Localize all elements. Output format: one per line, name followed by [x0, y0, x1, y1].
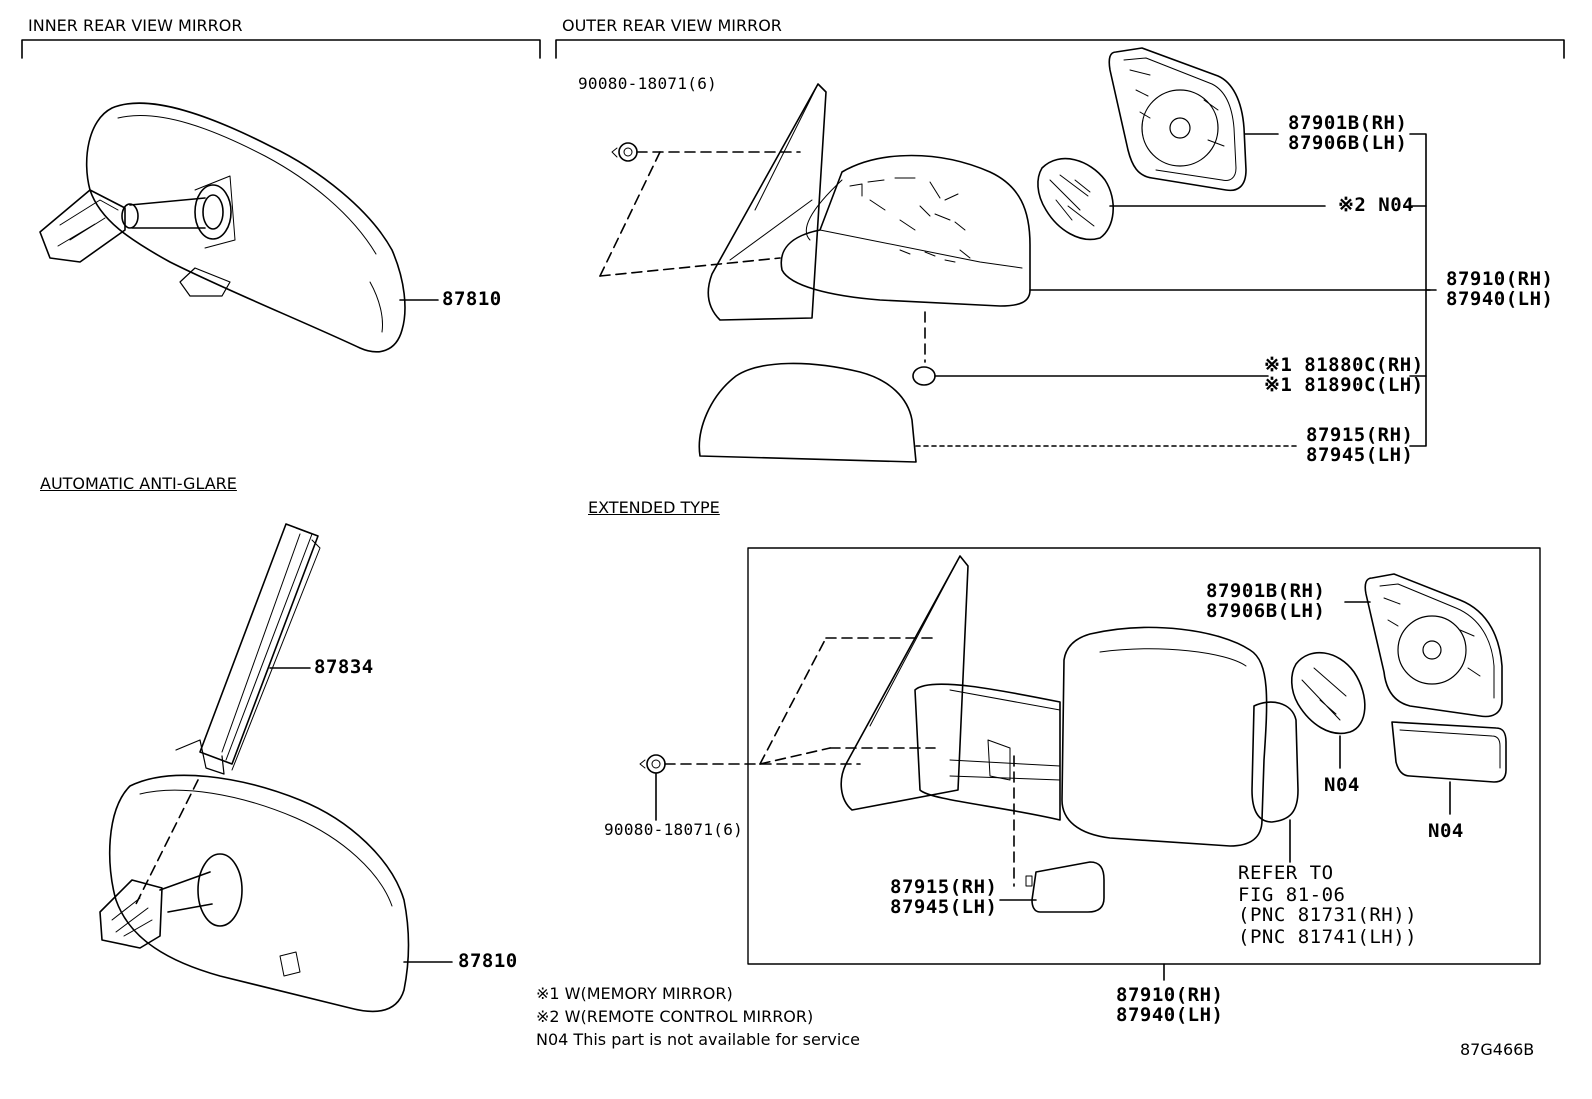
- refer-line-4: (PNC 81741(LH)): [1238, 926, 1418, 948]
- refer-line-1: REFER TO: [1238, 862, 1334, 884]
- callout-assy-lh: 87940(LH): [1446, 288, 1554, 310]
- callout-ext-lower-glass: N04: [1428, 820, 1464, 842]
- section-title-outer: OUTER REAR VIEW MIRROR: [562, 16, 782, 35]
- section-title-inner: INNER REAR VIEW MIRROR: [28, 16, 243, 35]
- callout-cover-rh: 87915(RH): [1306, 424, 1414, 446]
- anti-glare-drawing: [99, 523, 453, 1013]
- extended-type-drawing: [639, 547, 1541, 981]
- callout-ext-cover-lh: 87945(LH): [890, 896, 998, 918]
- callout-glass-lh: 87906B(LH): [1288, 132, 1408, 154]
- callout-anti-glare-mirror: 87810: [458, 950, 518, 972]
- callout-ext-glass-rh: 87901B(RH): [1206, 580, 1326, 602]
- refer-line-2: FIG 81-06: [1238, 884, 1346, 906]
- section-brackets: [21, 39, 1565, 59]
- outer-mirror-drawing: [599, 47, 1437, 463]
- callout-assy-rh: 87910(RH): [1446, 268, 1554, 290]
- callout-ext-assy-rh: 87910(RH): [1116, 984, 1224, 1006]
- callout-ext-motor: N04: [1324, 774, 1360, 796]
- callout-motor-top: ※2 N04: [1338, 194, 1415, 216]
- callout-lamp-lh: ※1 81890C(LH): [1264, 374, 1424, 396]
- callout-clip-top: 90080-18071(6): [578, 74, 718, 93]
- callout-ext-cover-rh: 87915(RH): [890, 876, 998, 898]
- callout-inner-mirror: 87810: [442, 288, 502, 310]
- callout-lamp-rh: ※1 81880C(RH): [1264, 354, 1424, 376]
- callout-ext-glass-lh: 87906B(LH): [1206, 600, 1326, 622]
- diagram-code: 87G466B: [1460, 1040, 1535, 1059]
- note-3: N04 This part is not available for servi…: [536, 1030, 860, 1049]
- note-2: ※2 W(REMOTE CONTROL MIRROR): [536, 1007, 814, 1026]
- callout-ext-assy-lh: 87940(LH): [1116, 1004, 1224, 1026]
- refer-line-3: (PNC 81731(RH)): [1238, 904, 1418, 926]
- inner-mirror-drawing: [39, 102, 439, 353]
- callout-clip-ext: 90080-18071(6): [604, 820, 744, 839]
- note-1: ※1 W(MEMORY MIRROR): [536, 984, 733, 1003]
- callout-cover-lh: 87945(LH): [1306, 444, 1414, 466]
- section-title-extended: EXTENDED TYPE: [588, 498, 720, 517]
- section-title-anti-glare: AUTOMATIC ANTI-GLARE: [40, 474, 237, 493]
- callout-glass-rh: 87901B(RH): [1288, 112, 1408, 134]
- callout-anti-glare-cover: 87834: [314, 656, 374, 678]
